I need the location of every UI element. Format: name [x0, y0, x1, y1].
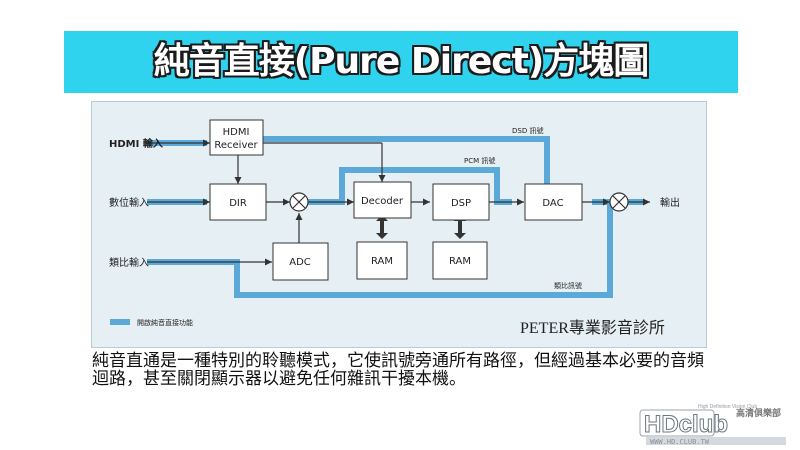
signal-labels: DSD 訊號 PCM 訊號 類比訊號	[464, 126, 582, 290]
pure-direct-paths	[110, 136, 644, 325]
analog-signal-label: 類比訊號	[554, 281, 582, 290]
processing-blocks	[209, 119, 583, 281]
ram2-label: RAM	[449, 256, 471, 267]
input-labels: HDMI 輸入 數位輸入 類比輸入	[109, 137, 163, 269]
pcm-signal-label: PCM 訊號	[464, 156, 495, 165]
logo-chinese: 高清俱樂部	[736, 407, 781, 419]
summing-junctions	[289, 192, 629, 212]
mixer-icon-2	[609, 192, 629, 212]
block-diagram: HDMI Receiver DIR ADC Decoder RAM DSP RA…	[91, 101, 707, 348]
hdclub-logo: HDclub High Definition Vision Club 高清俱樂部…	[636, 402, 796, 446]
description-text: 純音直通是一種特別的聆聽模式，它使訊號旁通所有路徑，但經過基本必要的音頻迴路，甚…	[92, 351, 704, 389]
output-label: 輸出	[660, 196, 680, 209]
logo-tagline: High Definition Vision Club	[698, 404, 757, 410]
mixer-icon-1	[289, 192, 309, 212]
ram1-bus-icon	[376, 215, 388, 239]
hdmi-receiver-label-line2: Receiver	[214, 140, 258, 151]
ram2-block	[432, 241, 488, 280]
dir-block	[209, 183, 267, 221]
diagram-canvas: HDMI Receiver DIR ADC Decoder RAM DSP RA…	[109, 119, 680, 337]
legend-label: 開啟純音直接功能	[137, 318, 193, 327]
ram1-label: RAM	[371, 256, 393, 267]
decoder-label: Decoder	[361, 196, 404, 207]
title-banner: 純音直接(Pure Direct)方塊圖	[64, 31, 738, 93]
logo-url: WWW.HD.CLUB.TW	[650, 438, 710, 446]
dsp-label: DSP	[451, 198, 471, 209]
page-title: 純音直接(Pure Direct)方塊圖	[153, 41, 650, 82]
analog-input-label: 類比輸入	[109, 256, 149, 269]
credit-label: PETER專業影音診所	[520, 319, 665, 337]
dsd-path	[263, 136, 550, 187]
logo-main-text: HDclub	[644, 411, 728, 438]
dsd-signal-label: DSD 訊號	[512, 126, 543, 135]
dsp-block	[432, 183, 490, 221]
hdclub-logo-graphic: HDclub High Definition Vision Club 高清俱樂部…	[639, 404, 786, 446]
adc-label: ADC	[289, 257, 311, 268]
hdmi-receiver-label-line1: HDMI	[223, 127, 250, 138]
block-labels: HDMI Receiver DIR ADC Decoder RAM DSP RA…	[214, 127, 563, 268]
ram2-bus-icon	[454, 215, 466, 239]
hdmi-input-label: HDMI 輸入	[109, 137, 163, 150]
hdmi-receiver-block	[209, 119, 264, 156]
adc-block	[272, 242, 329, 281]
ram1-block	[356, 241, 408, 280]
dir-label: DIR	[229, 198, 247, 209]
dac-label: DAC	[542, 198, 563, 209]
signal-lines	[147, 139, 650, 266]
ram-bus-arrows	[376, 215, 466, 239]
decoder-block	[353, 181, 412, 219]
dac-block	[524, 183, 583, 221]
digital-input-label: 數位輸入	[109, 196, 149, 209]
